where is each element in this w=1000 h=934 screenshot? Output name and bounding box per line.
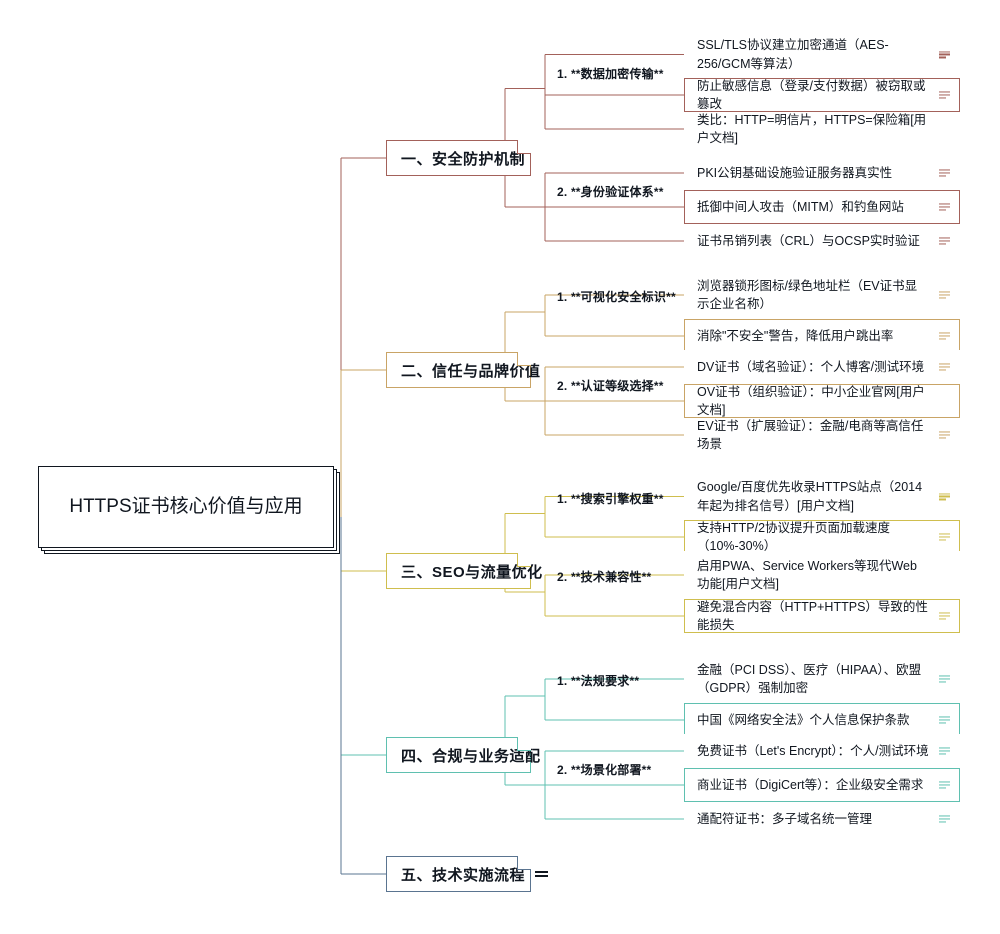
leaf-node[interactable]: 防止敏感信息（登录/支付数据）被窃取或篡改 bbox=[684, 78, 960, 112]
leaf-node-label: 中国《网络安全法》个人信息保护条款 bbox=[697, 712, 910, 727]
leaf-node[interactable]: 消除"不安全"警告，降低用户跳出率 bbox=[684, 319, 960, 353]
subgroup-label-security-1: 1. **数据加密传输** bbox=[557, 66, 664, 81]
note-lines-icon bbox=[939, 91, 950, 99]
folded-corner-icon bbox=[517, 352, 531, 366]
subgroup-label-compliance-1: 1. **法规要求** bbox=[557, 674, 640, 688]
leaf-node-label: OV证书（组织验证）：中小企业官网[用户文档] bbox=[697, 384, 925, 417]
leaf-node-label: 证书吊销列表（CRL）与OCSP实时验证 bbox=[697, 233, 920, 248]
note-lines-icon bbox=[939, 815, 950, 823]
leaf-node-label: 免费证书（Let's Encrypt）：个人/测试环境 bbox=[697, 743, 929, 758]
leaf-node-label: PKI公钥基础设施验证服务器真实性 bbox=[697, 165, 893, 180]
subgroup-label-trust-1: 1. **可视化安全标识** bbox=[557, 290, 676, 304]
leaf-node-label: 通配符证书：多子域名统一管理 bbox=[697, 811, 873, 826]
leaf-node[interactable]: 支持HTTP/2协议提升页面加载速度（10%-30%） bbox=[684, 520, 960, 554]
leaf-node[interactable]: 启用PWA、Service Workers等现代Web功能[用户文档] bbox=[684, 551, 960, 599]
folded-corner-icon bbox=[517, 737, 531, 751]
leaf-node[interactable]: 免费证书（Let's Encrypt）：个人/测试环境 bbox=[684, 734, 960, 768]
leaf-node-label: 启用PWA、Service Workers等现代Web功能[用户文档] bbox=[697, 558, 917, 591]
note-lines-icon bbox=[939, 533, 950, 541]
note-lines-icon bbox=[939, 291, 950, 299]
note-lines-icon bbox=[939, 50, 950, 59]
subgroup-label-seo-1: 1. **搜索引擎权重** bbox=[557, 491, 664, 506]
folded-corner-icon bbox=[517, 140, 531, 154]
leaf-node-label: 类比：HTTP=明信片，HTTPS=保险箱[用户文档] bbox=[697, 112, 927, 145]
leaf-node-label: 抵御中间人攻击（MITM）和钓鱼网站 bbox=[697, 199, 904, 214]
branch-node-seo[interactable]: 三、SEO与流量优化 bbox=[386, 553, 542, 589]
root-node-label: HTTPS证书核心价值与应用 bbox=[38, 466, 334, 548]
leaf-node-label: 浏览器锁形图标/绿色地址栏（EV证书显示企业名称） bbox=[697, 278, 918, 311]
leaf-node[interactable]: SSL/TLS协议建立加密通道（AES-256/GCM等算法） bbox=[684, 31, 960, 78]
leaf-node-label: 支持HTTP/2协议提升页面加载速度（10%-30%） bbox=[697, 520, 891, 553]
branch-node-label: 五、技术实施流程 bbox=[401, 866, 526, 884]
note-lines-icon bbox=[939, 716, 950, 724]
subgroup-label-seo-2: 2. **技术兼容性** bbox=[557, 570, 652, 584]
leaf-node-label: 避免混合内容（HTTP+HTTPS）导致的性能损失 bbox=[697, 599, 928, 632]
note-lines-icon bbox=[939, 492, 950, 501]
note-lines-icon bbox=[939, 203, 950, 211]
subgroup-label-security-2: 2. **身份验证体系** bbox=[557, 185, 664, 199]
root-node[interactable]: HTTPS证书核心价值与应用 bbox=[38, 466, 344, 558]
leaf-node[interactable]: 浏览器锁形图标/绿色地址栏（EV证书显示企业名称） bbox=[684, 271, 960, 319]
branch-node-label: 一、安全防护机制 bbox=[401, 150, 526, 168]
leaf-node[interactable]: 商业证书（DigiCert等）：企业级安全需求 bbox=[684, 768, 960, 802]
leaf-node[interactable]: 中国《网络安全法》个人信息保护条款 bbox=[684, 703, 960, 737]
note-lines-icon bbox=[939, 169, 950, 177]
leaf-node-label: 金融（PCI DSS）、医疗（HIPAA）、欧盟（GDPR）强制加密 bbox=[697, 662, 922, 695]
leaf-node-label: EV证书（扩展验证）：金融/电商等高信任场景 bbox=[697, 418, 924, 451]
leaf-node-label: SSL/TLS协议建立加密通道（AES-256/GCM等算法） bbox=[697, 38, 889, 71]
note-lines-icon bbox=[939, 431, 950, 439]
leaf-node-label: 防止敏感信息（登录/支付数据）被窃取或篡改 bbox=[697, 78, 926, 111]
note-lines-icon bbox=[939, 363, 950, 371]
branch-node-label: 三、SEO与流量优化 bbox=[401, 563, 543, 581]
folded-corner-icon bbox=[517, 553, 531, 567]
leaf-node[interactable]: 证书吊销列表（CRL）与OCSP实时验证 bbox=[684, 224, 960, 258]
branch-node-compliance[interactable]: 四、合规与业务适配 bbox=[386, 737, 540, 773]
leaf-node[interactable]: 通配符证书：多子域名统一管理 bbox=[684, 802, 960, 836]
note-lines-icon bbox=[939, 332, 950, 340]
leaf-node-label: DV证书（域名验证）：个人博客/测试环境 bbox=[697, 359, 925, 374]
branch-node-implementation[interactable]: 五、技术实施流程 bbox=[386, 856, 549, 892]
leaf-node[interactable]: DV证书（域名验证）：个人博客/测试环境 bbox=[684, 350, 960, 384]
branch-node-trust[interactable]: 二、信任与品牌价值 bbox=[386, 352, 540, 388]
leaf-node-label: Google/百度优先收录HTTPS站点（2014年起为排名信号）[用户文档] bbox=[697, 480, 923, 513]
leaf-node[interactable]: OV证书（组织验证）：中小企业官网[用户文档] bbox=[684, 384, 960, 418]
leaf-node[interactable]: PKI公钥基础设施验证服务器真实性 bbox=[684, 156, 960, 190]
subgroup-label-compliance-2: 2. **场景化部署** bbox=[557, 763, 652, 777]
leaf-node[interactable]: 抵御中间人攻击（MITM）和钓鱼网站 bbox=[684, 190, 960, 224]
leaf-node-label: 商业证书（DigiCert等）：企业级安全需求 bbox=[697, 777, 924, 792]
note-lines-icon bbox=[939, 675, 950, 683]
note-lines-icon bbox=[939, 612, 950, 620]
leaf-node[interactable]: Google/百度优先收录HTTPS站点（2014年起为排名信号）[用户文档] bbox=[684, 473, 960, 520]
leaf-node[interactable]: 避免混合内容（HTTP+HTTPS）导致的性能损失 bbox=[684, 599, 960, 633]
leaf-node[interactable]: EV证书（扩展验证）：金融/电商等高信任场景 bbox=[684, 418, 960, 452]
branch-node-security[interactable]: 一、安全防护机制 bbox=[386, 140, 531, 176]
leaf-node-label: 消除"不安全"警告，降低用户跳出率 bbox=[697, 328, 894, 343]
note-lines-icon bbox=[939, 747, 950, 755]
note-lines-icon bbox=[535, 871, 549, 877]
folded-corner-icon bbox=[517, 856, 531, 870]
subgroup-label-trust-2: 2. **认证等级选择** bbox=[557, 379, 664, 393]
branch-node-label: 二、信任与品牌价值 bbox=[401, 362, 541, 380]
note-lines-icon bbox=[939, 237, 950, 245]
branch-node-label: 四、合规与业务适配 bbox=[401, 747, 541, 765]
leaf-node[interactable]: 金融（PCI DSS）、医疗（HIPAA）、欧盟（GDPR）强制加密 bbox=[684, 655, 960, 703]
note-lines-icon bbox=[939, 781, 950, 789]
leaf-node[interactable]: 类比：HTTP=明信片，HTTPS=保险箱[用户文档] bbox=[684, 112, 960, 146]
